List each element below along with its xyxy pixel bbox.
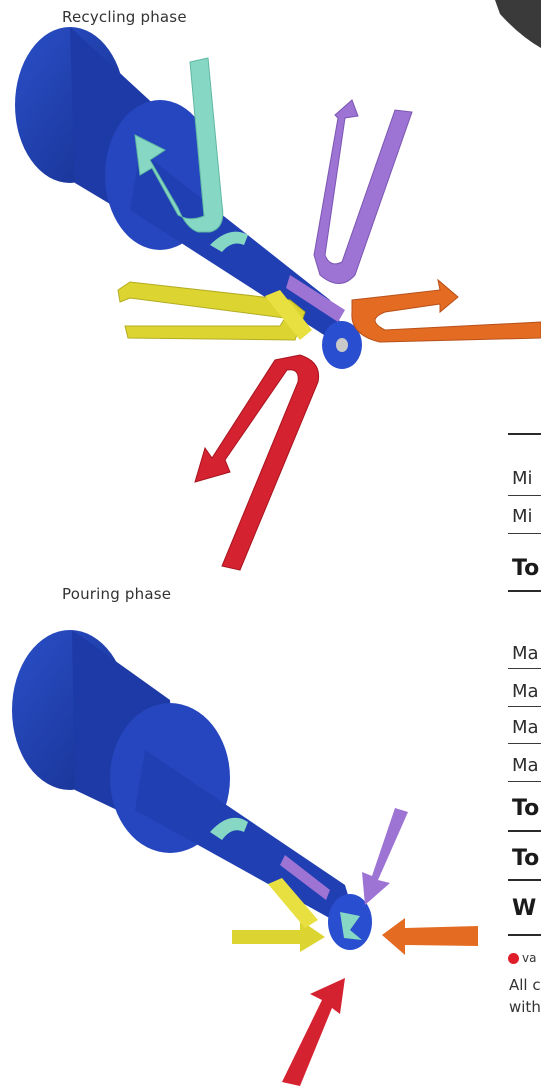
row-divider [508, 743, 541, 744]
table-total-row: To [512, 556, 541, 581]
red-arrow-pouring [282, 978, 345, 1086]
pouring-phase-diagram [0, 600, 541, 1088]
table-top-rule [508, 433, 541, 435]
row-divider [508, 668, 541, 669]
table-total-row: To [512, 796, 541, 821]
row-divider [508, 706, 541, 707]
orange-arrow [352, 280, 541, 342]
corner-shape [495, 0, 541, 48]
table-row: Mi [512, 468, 541, 489]
legend-text: va [522, 951, 536, 965]
row-divider [508, 781, 541, 782]
recycling-phase-diagram [0, 0, 541, 580]
purple-arrow [314, 100, 412, 284]
legend-note: va [508, 951, 541, 965]
total-divider [508, 830, 541, 832]
row-divider [508, 495, 541, 496]
total-divider [508, 590, 541, 592]
yellow-arrow-pouring [232, 920, 325, 952]
table-row: Ma [512, 643, 541, 664]
table-bottom-rule [508, 934, 541, 936]
footnote-line1: All c [509, 976, 541, 994]
footnote-line2: with [509, 998, 541, 1016]
row-divider [508, 533, 541, 534]
red-dot-icon [508, 953, 519, 964]
total-divider [508, 879, 541, 881]
table-total-row: To [512, 846, 541, 871]
table-final-row: W [512, 896, 541, 921]
table-row: Ma [512, 717, 541, 738]
red-arrow [195, 355, 319, 570]
orange-arrow-pouring [382, 918, 478, 955]
table-row: Mi [512, 506, 541, 527]
table-row: Ma [512, 681, 541, 702]
table-row: Ma [512, 755, 541, 776]
purple-arrow-pouring [362, 808, 408, 905]
